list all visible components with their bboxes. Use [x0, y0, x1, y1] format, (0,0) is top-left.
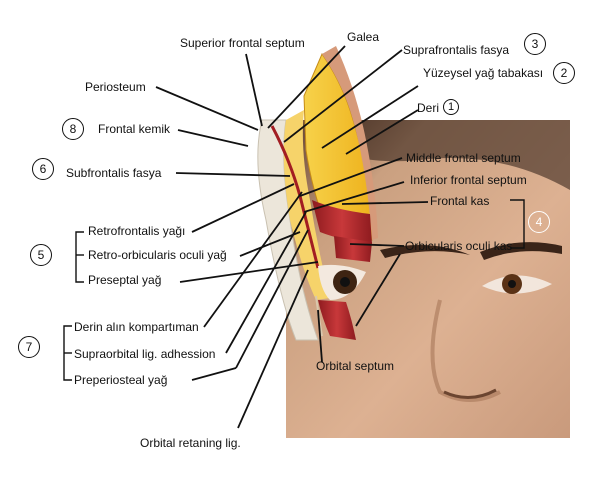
leader-preseptal: [179, 261, 319, 283]
leader-orbital-retaning: [237, 269, 309, 429]
label-inferior-frontal-septum: Inferior frontal septum: [410, 173, 527, 187]
leader-lines: [155, 45, 429, 429]
label-suprafrontalis-fasya: Suprafrontalis fasya: [403, 43, 510, 57]
label-middle-frontal-septum: Middle frontal septum: [406, 151, 521, 165]
leader-subfrontalis: [175, 172, 291, 177]
leader-orbicularis-upper: [349, 243, 405, 247]
number-badge-6: 6: [32, 158, 54, 180]
leader-frontal-kas: [341, 201, 429, 205]
label-orbital-septum: Orbital septum: [316, 359, 395, 373]
number-badge-5: 5: [30, 244, 52, 266]
brackets: [63, 199, 525, 381]
number-badge-3: 3: [524, 33, 546, 55]
number-badge-1: 1: [443, 99, 459, 115]
leader-retrofrontalis: [191, 183, 295, 233]
leader-deri: [345, 109, 419, 155]
label-frontal-kemik: Frontal kemik: [98, 122, 171, 136]
bracket-4: [510, 199, 525, 249]
leader-retro-orbicularis: [239, 231, 301, 257]
label-yuzeysel-yag-tabakasi: Yüzeysel yağ tabakası: [423, 66, 544, 80]
label-derin-alin-kompartiman: Derin alın kompartıman: [74, 320, 199, 334]
leader-inferior-frontal: [303, 181, 405, 213]
number-badge-7: 7: [18, 336, 40, 358]
label-periosteum: Periosteum: [85, 80, 146, 94]
leader-derin-alin: [203, 191, 303, 328]
label-superior-frontal-septum: Superior frontal septum: [180, 36, 305, 50]
label-deri: Deri: [417, 101, 440, 115]
right-eye: [482, 274, 552, 294]
number-badge-2: 2: [553, 62, 575, 84]
leader-periosteum: [155, 86, 259, 131]
number-badge-8: 8: [62, 118, 84, 140]
bracket-5: [75, 231, 84, 283]
leader-galea: [267, 45, 346, 129]
leader-yuzeysel: [321, 85, 419, 149]
label-frontal-kas: Frontal kas: [430, 194, 490, 208]
label-preseptal-yag: Preseptal yağ: [88, 273, 162, 287]
leader-suprafrontalis: [283, 49, 403, 143]
leader-middle-frontal: [299, 157, 403, 197]
label-supraorbital-lig-adhession: Supraorbital lig. adhession: [74, 347, 216, 361]
number-badge-4: 4: [528, 211, 550, 233]
label-retro-orbicularis-oculi-yag: Retro-orbicularis oculi yağ: [88, 248, 227, 262]
leader-preperiosteal: [191, 367, 237, 381]
leader-supraorbital: [225, 211, 307, 354]
label-retrofrontalis-yagi: Retrofrontalis yağı: [88, 224, 186, 238]
label-orbicularis-oculi-kas: Orbicularis oculi kas: [405, 239, 513, 253]
leader-orbicularis-lower: [355, 253, 401, 327]
label-galea: Galea: [347, 30, 380, 44]
label-orbital-retaning-lig: Orbital retaning lig.: [140, 436, 241, 450]
leader-superior-frontal-septum: [245, 53, 263, 127]
label-subfrontalis-fasya: Subfrontalis fasya: [66, 166, 162, 180]
label-preperiosteal-yag: Preperiosteal yağ: [74, 373, 168, 387]
leader-preperiosteal-b: [235, 229, 309, 369]
leader-frontal-kemik: [177, 129, 249, 147]
leader-orbital-septum: [317, 309, 323, 363]
